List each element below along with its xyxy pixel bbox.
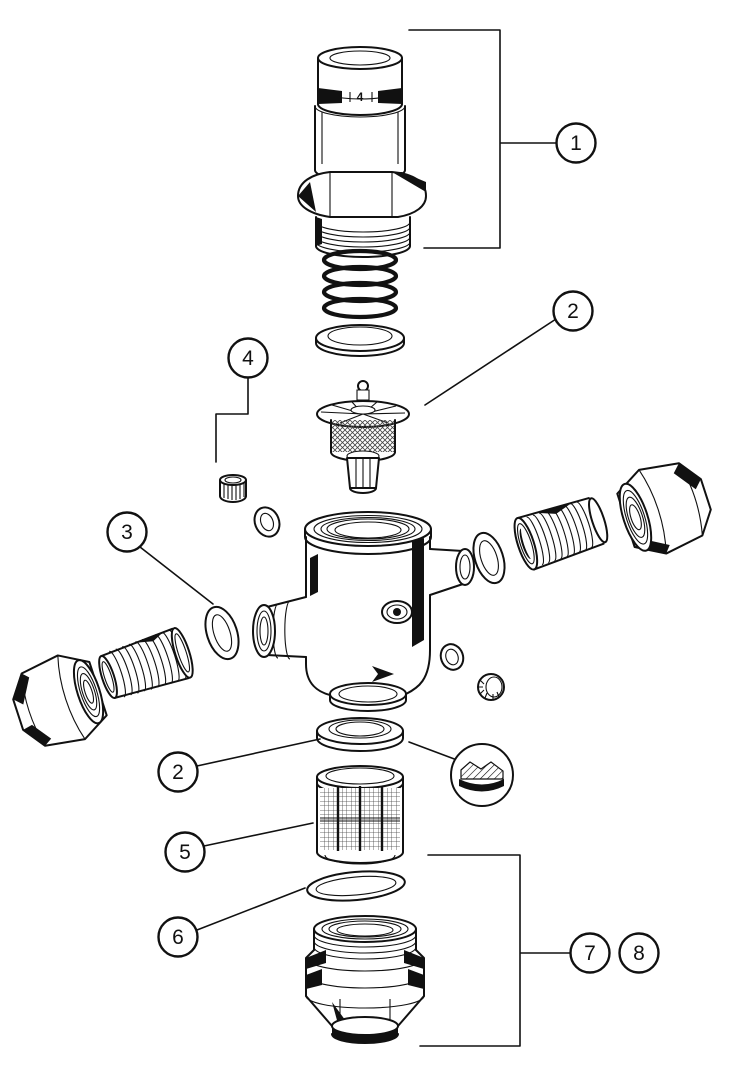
callout-6: 6 [157, 916, 199, 958]
bonnet-hex-nut [297, 171, 427, 218]
valve-body [252, 511, 475, 712]
callout-6-label: 6 [172, 926, 184, 949]
port-o-ring [439, 643, 465, 671]
callout-4-label: 4 [242, 347, 254, 370]
right-union-nut [616, 462, 712, 555]
callout-3-label: 3 [121, 521, 133, 544]
callout-1: 1 [555, 122, 597, 164]
callout-8: 8 [618, 932, 660, 974]
callout-4: 4 [227, 337, 269, 379]
strainer-filter [316, 765, 404, 865]
left-o-ring [204, 605, 240, 661]
callout-2-top: 2 [552, 290, 594, 332]
seal-ring [316, 717, 404, 752]
filter-bowl [305, 915, 425, 1044]
test-plug [477, 673, 505, 701]
flow-arrow [372, 666, 394, 682]
left-union-nut [12, 654, 108, 747]
left-tailpiece [98, 627, 194, 699]
seal-detail-inset [450, 743, 514, 807]
bonnet-threaded-collar [315, 216, 411, 258]
callout-2-top-label: 2 [567, 300, 579, 323]
callout-8-label: 8 [633, 942, 645, 965]
callout-3: 3 [106, 511, 148, 553]
callout-2-bottom: 2 [157, 751, 199, 793]
adjustment-knob: 4 [314, 46, 406, 182]
bowl-o-ring [306, 870, 406, 902]
plug-o-ring [253, 506, 281, 538]
callout-1-label: 1 [570, 132, 582, 155]
slip-ring-gasket [315, 324, 405, 357]
spring [321, 248, 399, 320]
callout-7-label: 7 [584, 942, 596, 965]
callout-5-label: 5 [179, 841, 191, 864]
callout-2-bottom-label: 2 [172, 761, 184, 784]
right-o-ring [472, 531, 506, 585]
callout-7: 7 [569, 932, 611, 974]
callout-5: 5 [164, 831, 206, 873]
valve-cartridge [316, 380, 410, 494]
right-tailpiece [513, 497, 609, 571]
dial-value: 4 [357, 90, 364, 104]
plug [219, 474, 247, 503]
callout-leader-lines [139, 29, 571, 1047]
